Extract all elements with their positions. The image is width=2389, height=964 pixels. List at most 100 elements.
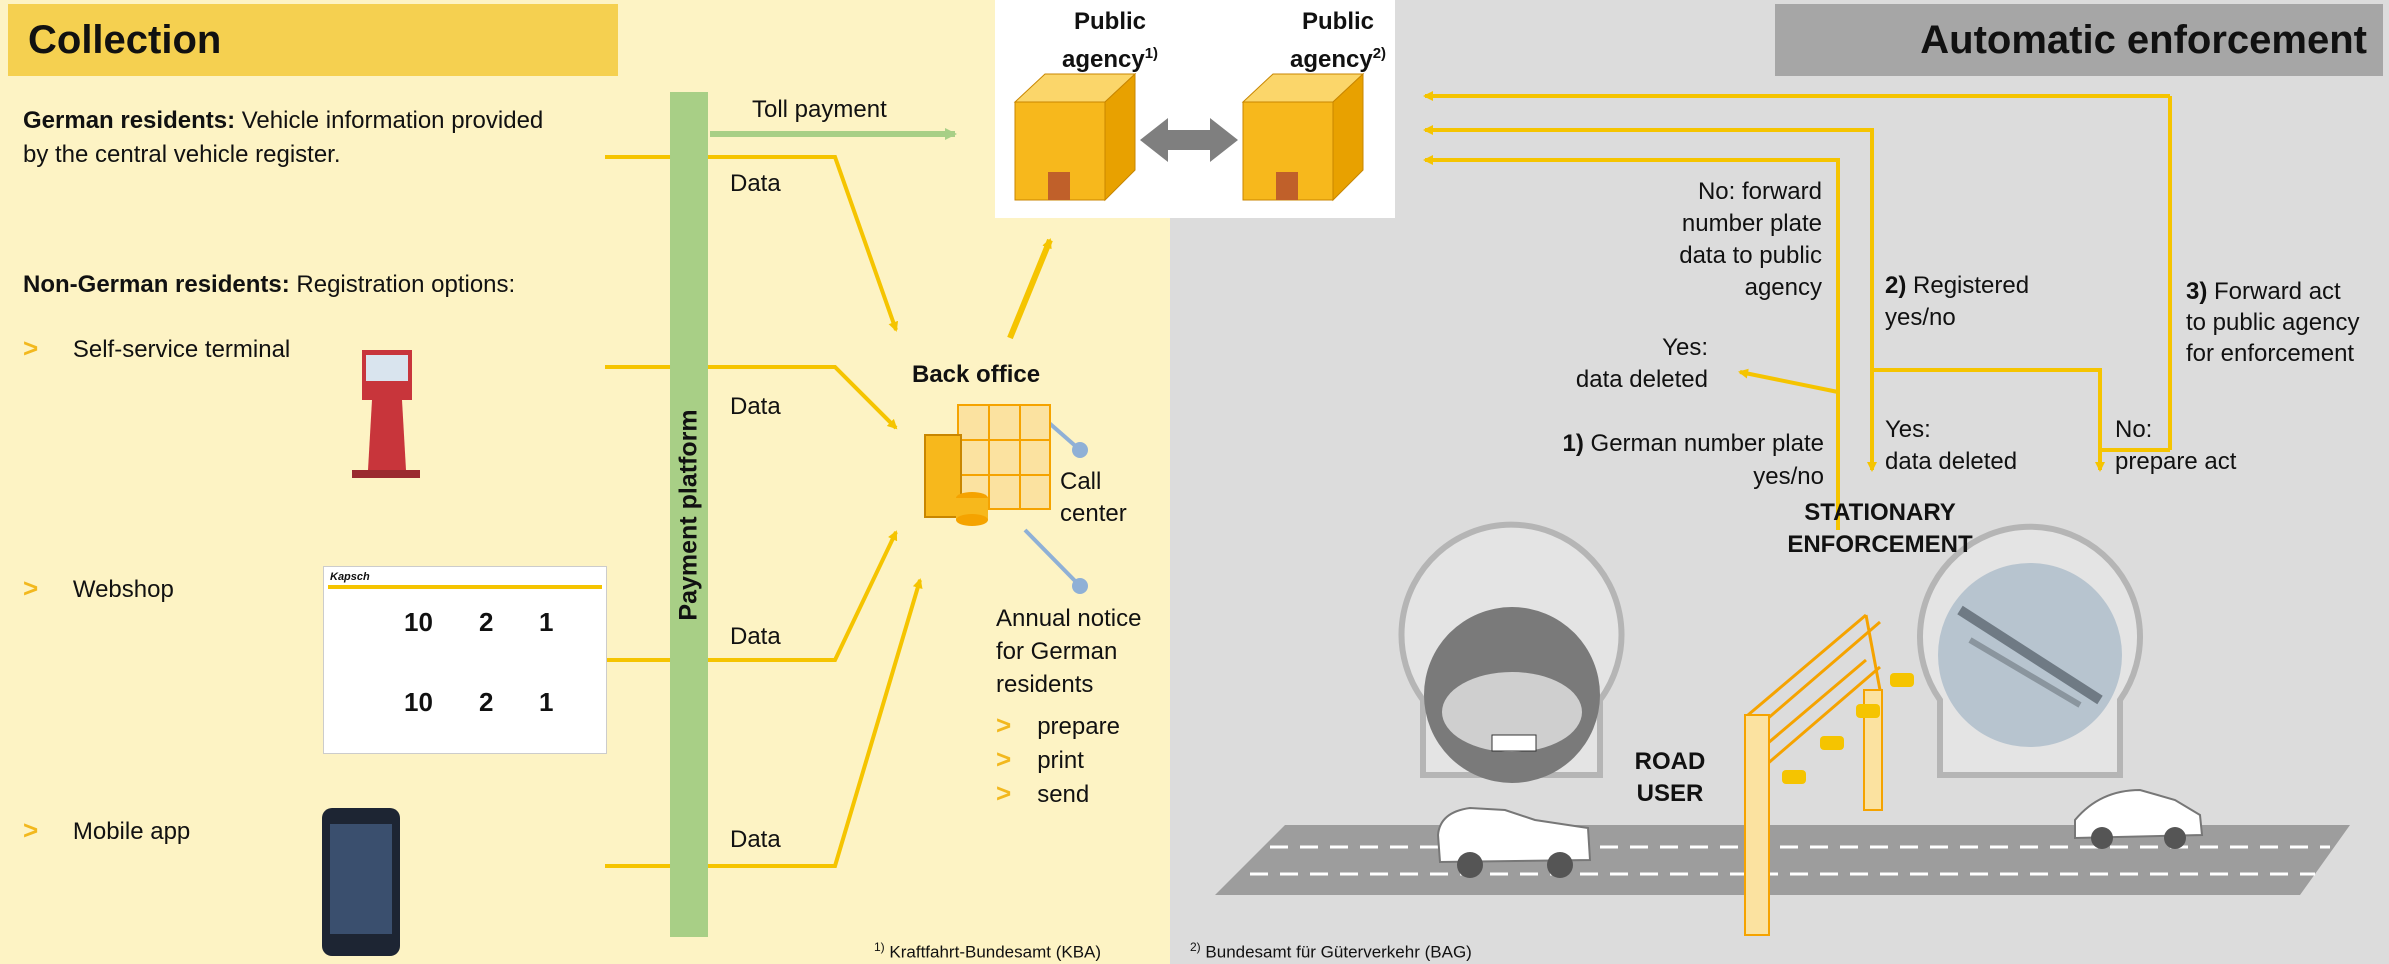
webshop-number: 10	[404, 607, 433, 637]
annual-notice-line: Annual notice	[996, 605, 1142, 632]
bullet-icon: >	[23, 815, 39, 845]
footnote-marker: 1)	[874, 940, 885, 954]
call-center-line: center	[1060, 500, 1127, 527]
step-number: 2)	[1885, 272, 1907, 299]
footnote-text: Bundesamt für Güterverkehr (BAG)	[1200, 942, 1472, 962]
text-line: USER	[1636, 780, 1704, 807]
agency-label-line: Public	[1073, 8, 1146, 35]
text-line: data deleted	[1575, 366, 1708, 393]
webshop-number: 10	[404, 687, 433, 717]
text-line: yes/no	[1753, 463, 1824, 490]
text-line: 3) Forward act	[2186, 276, 2359, 307]
option-webshop: > Webshop	[23, 571, 174, 607]
text-line: yes/no	[1885, 304, 1956, 331]
non-german-residents-label: Non-German residents:	[23, 271, 290, 298]
collection-title: Collection	[28, 18, 222, 62]
text-line: Yes:	[1885, 416, 1931, 443]
german-residents-line2: by the central vehicle register.	[23, 141, 341, 168]
agency-label-text: agency	[1289, 46, 1373, 73]
text-line: data to public	[1679, 242, 1822, 269]
text-line: to public agency	[2186, 309, 2360, 336]
public-agency-1-label: Public agency1)	[1040, 6, 1180, 76]
toll-payment-label: Toll payment	[752, 96, 887, 123]
annual-notice-steps: > prepare > print > send	[996, 709, 1120, 811]
step-item: > print	[996, 743, 1120, 777]
non-german-residents-desc: Registration options:	[289, 271, 516, 298]
text-line: prepare act	[2115, 448, 2237, 475]
bullet-icon: >	[996, 778, 1012, 808]
annual-notice-line: for German	[996, 638, 1118, 665]
text-line: for enforcement	[2186, 340, 2355, 367]
footnote-text: Kraftfahrt-Bundesamt (KBA)	[884, 942, 1102, 962]
text-span: German number plate	[1583, 430, 1824, 457]
bullet-icon: >	[996, 744, 1012, 774]
webshop-number: 2	[479, 687, 494, 717]
text-line: agency	[1744, 274, 1822, 301]
road-user-label: ROAD USER	[1610, 746, 1730, 810]
agency-label-text: agency	[1061, 46, 1145, 73]
bullet-icon: >	[23, 573, 39, 603]
footnote-marker: 2)	[1190, 940, 1201, 954]
no-prepare-text: No: prepare act	[2115, 414, 2236, 478]
agency-building-1	[1013, 72, 1137, 202]
text-line: number plate	[1681, 210, 1822, 237]
footnote-2: 2) Bundesamt für Güterverkehr (BAG)	[1190, 940, 1472, 963]
agency-label-line: agency1)	[1040, 38, 1180, 76]
call-center-line: Call	[1060, 468, 1102, 495]
call-center-label: Call center	[1060, 466, 1127, 530]
webshop-screenshot: Kapsch 10 2 1 10 2 1	[323, 566, 607, 754]
footnote-1: 1) Kraftfahrt-Bundesamt (KBA)	[874, 940, 1101, 963]
payment-platform-bar: Payment platform	[670, 92, 708, 937]
payment-platform-label: Payment platform	[674, 408, 703, 621]
option-self-service: > Self-service terminal	[23, 331, 290, 367]
annual-notice-label: Annual notice for German residents	[996, 602, 1141, 701]
data-label: Data	[730, 623, 781, 650]
annual-notice-line: residents	[996, 671, 1094, 698]
agency-building-2	[1241, 72, 1365, 202]
webshop-number: 1	[539, 607, 554, 637]
option-mobile-app: > Mobile app	[23, 813, 190, 849]
text-line: No: forward	[1697, 178, 1822, 205]
text-line: STATIONARY	[1804, 499, 1956, 526]
plate-check-text: 1) German number plate yes/no	[1450, 427, 1824, 493]
yes-deleted-1-text: Yes: data deleted	[1500, 332, 1708, 396]
bullet-icon: >	[23, 333, 39, 363]
step-item: > send	[996, 777, 1120, 811]
footnote-marker: 1)	[1144, 45, 1159, 62]
german-residents-text: German residents: Vehicle information pr…	[23, 104, 543, 138]
webshop-number: 1	[539, 687, 554, 717]
collection-header: Collection	[8, 4, 618, 76]
text-line: 1) German number plate	[1450, 427, 1824, 460]
step-label: send	[1037, 781, 1090, 808]
text-line: data deleted	[1885, 448, 2018, 475]
german-residents-label: German residents:	[23, 107, 236, 134]
public-agency-2-label: Public agency2)	[1268, 6, 1408, 76]
enforcement-header: Automatic enforcement	[1775, 4, 2383, 76]
enforcement-title: Automatic enforcement	[1920, 18, 2367, 62]
text-line: ENFORCEMENT	[1787, 531, 1973, 558]
data-label: Data	[730, 393, 781, 420]
step-number: 3)	[2186, 278, 2208, 305]
yes-deleted-2-text: Yes: data deleted	[1885, 414, 2017, 478]
step-label: prepare	[1037, 713, 1120, 740]
text-span: Forward act	[2207, 278, 2341, 305]
back-office-title: Back office	[912, 361, 1041, 388]
text-line: ROAD	[1634, 748, 1706, 775]
footnote-marker: 2)	[1372, 45, 1387, 62]
registered-text: 2) Registered yes/no	[1885, 270, 2029, 334]
non-german-residents-text: Non-German residents: Registration optio…	[23, 268, 515, 302]
option-label: Self-service terminal	[72, 336, 291, 363]
data-label: Data	[730, 170, 781, 197]
text-line: Yes:	[1662, 334, 1708, 361]
no-forward-text: No: forward number plate data to public …	[1600, 176, 1822, 304]
webshop-brand: Kapsch	[330, 571, 370, 583]
text-span: Registered	[1906, 272, 2030, 299]
stationary-enforcement-label: STATIONARY ENFORCEMENT	[1760, 497, 2000, 561]
step-item: > prepare	[996, 709, 1120, 743]
step-label: print	[1037, 747, 1084, 774]
text-line: 2) Registered	[1885, 270, 2029, 302]
bullet-icon: >	[996, 710, 1012, 740]
option-label: Mobile app	[72, 818, 191, 845]
webshop-number: 2	[479, 607, 494, 637]
